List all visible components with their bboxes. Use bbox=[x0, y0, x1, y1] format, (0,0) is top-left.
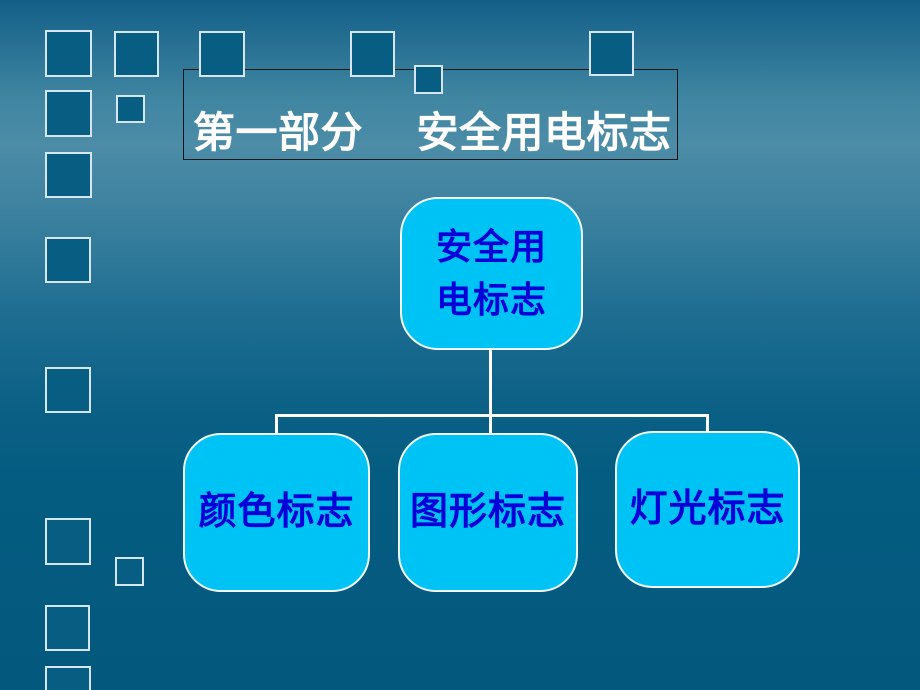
diagram-node-light-signs-label: 灯光标志 bbox=[629, 487, 786, 530]
decorative-square bbox=[45, 518, 91, 565]
diagram-node-graphic-signs-label: 图形标志 bbox=[409, 490, 566, 533]
decorative-square bbox=[114, 31, 159, 77]
diagram-node-root-label: 安全用 电标志 bbox=[435, 227, 547, 320]
decorative-square-small bbox=[115, 557, 144, 586]
decorative-square bbox=[45, 367, 91, 413]
slide-title: 第一部分 安全用电标志 bbox=[193, 110, 672, 157]
decorative-square bbox=[199, 31, 245, 77]
decorative-square bbox=[45, 605, 90, 651]
diagram-node-graphic-signs: 图形标志 bbox=[398, 433, 578, 592]
decorative-square bbox=[45, 237, 91, 283]
decorative-square bbox=[45, 90, 92, 137]
diagram-node-root: 安全用 电标志 bbox=[400, 197, 583, 350]
diagram-node-color-signs-label: 颜色标志 bbox=[198, 490, 355, 533]
decorative-square bbox=[45, 666, 91, 690]
decorative-square-small bbox=[414, 65, 443, 94]
decorative-square-small bbox=[116, 95, 145, 123]
connector-left-drop bbox=[275, 414, 278, 434]
diagram-node-light-signs: 灯光标志 bbox=[615, 431, 800, 588]
decorative-square bbox=[350, 31, 395, 77]
decorative-square bbox=[45, 152, 92, 198]
connector-root-drop bbox=[489, 349, 492, 435]
diagram-node-color-signs: 颜色标志 bbox=[183, 433, 370, 592]
decorative-square bbox=[45, 30, 92, 77]
connector-right-drop bbox=[706, 414, 709, 433]
connector-horizontal bbox=[275, 414, 709, 417]
decorative-square bbox=[589, 31, 634, 76]
slide-title-box: 第一部分 安全用电标志 bbox=[183, 69, 678, 160]
